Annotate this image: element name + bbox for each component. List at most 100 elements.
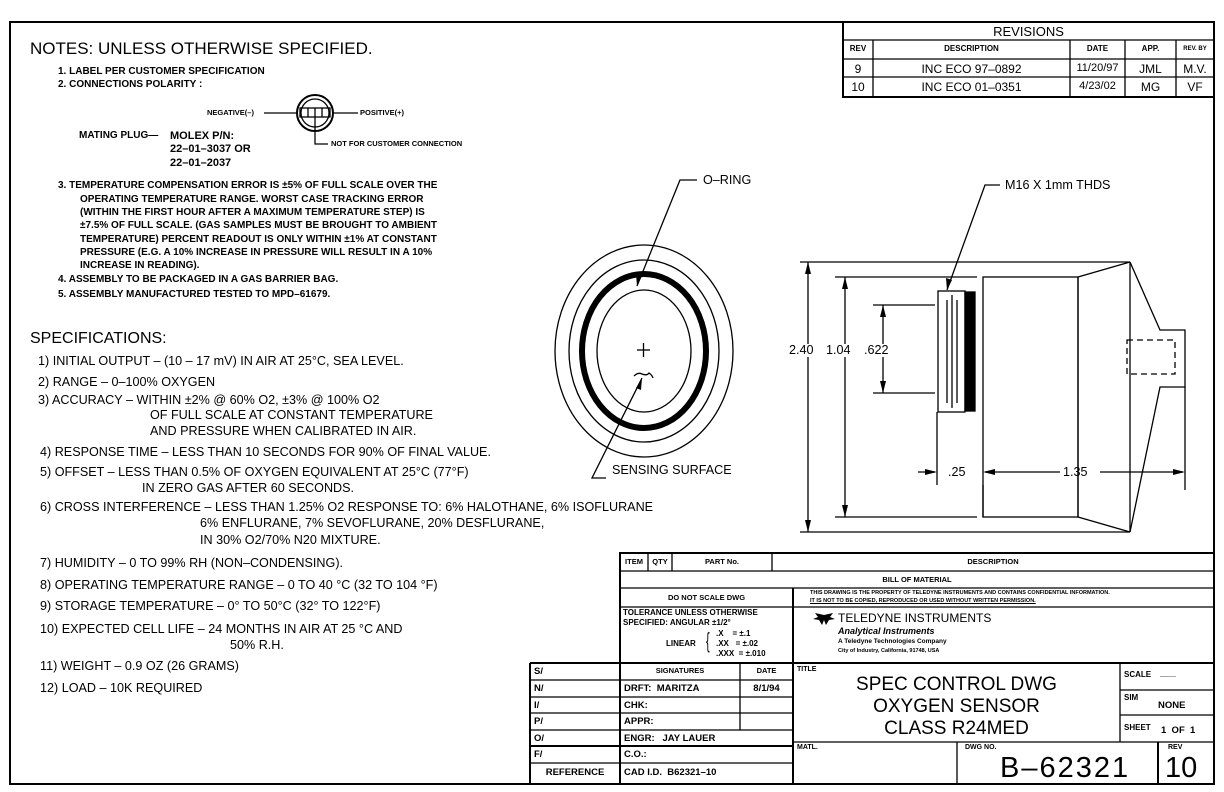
dim-1-35: 1.35 <box>1063 465 1088 479</box>
spec-line: 11) WEIGHT – 0.9 OZ (26 GRAMS) <box>40 659 239 673</box>
rev-cell: 9 <box>854 62 862 76</box>
spec-line: 4) RESPONSE TIME – LESS THAN 10 SECONDS … <box>40 445 491 459</box>
note-4: 4. ASSEMBLY TO BE PACKAGED IN A GAS BARR… <box>58 274 339 285</box>
rev-cell: 10 <box>851 80 865 94</box>
spec-line: 6% ENFLURANE, 7% SEVOFLURANE, 20% DESFLU… <box>200 516 545 530</box>
brace-symbol: { <box>706 628 710 653</box>
left-col-cell: N/ <box>534 683 544 694</box>
spec-line: 1) INITIAL OUTPUT – (10 – 17 mV) IN AIR … <box>38 354 404 368</box>
molex-pn-2: 22–01–2037 <box>170 157 232 169</box>
revisions-title: REVISIONS <box>993 24 1064 39</box>
not-for-customer-label: NOT FOR CUSTOMER CONNECTION <box>331 139 463 148</box>
spec-line: AND PRESSURE WHEN CALIBRATED IN AIR. <box>150 424 417 438</box>
left-col-cell: S/ <box>534 666 543 677</box>
matl-label: MATL. <box>797 744 818 751</box>
rev-by-header: REV. BY <box>1183 46 1207 52</box>
note-3-line: ±7.5% OF FULL SCALE. (GAS SAMPLES MUST B… <box>80 220 437 231</box>
spec-line: 50% R.H. <box>230 638 284 652</box>
approver: APPR: <box>624 716 654 727</box>
teledyne-logo-icon <box>813 613 835 625</box>
sensing-surface-label: SENSING SURFACE <box>612 463 732 477</box>
checker: CHK: <box>624 700 648 711</box>
title-line-3: CLASS R24MED <box>884 718 1029 739</box>
spec-line: 10) EXPECTED CELL LIFE – 24 MONTHS IN AI… <box>40 622 403 636</box>
description-cell: INC ECO 97–0892 <box>921 62 1022 76</box>
company-address: City of Industry, California, 91748, USA <box>838 648 940 654</box>
molex-label: MOLEX P/N: <box>170 130 235 142</box>
do-not-scale: DO NOT SCALE DWG <box>667 593 746 602</box>
spec-line: 2) RANGE – 0–100% OXYGEN <box>38 375 216 389</box>
rev-number: 10 <box>1165 752 1198 784</box>
scale-value: ___ <box>1160 668 1176 679</box>
date-cell: 4/23/02 <box>1079 80 1116 92</box>
note-3-line: 3. TEMPERATURE COMPENSATION ERROR IS ±5%… <box>58 180 438 191</box>
left-col-cell: O/ <box>534 733 545 744</box>
sig-date-header: DATE <box>756 666 777 675</box>
mating-plug-label: MATING PLUG— <box>79 130 159 141</box>
linear-label: LINEAR <box>666 639 696 648</box>
left-col-cell: I/ <box>534 700 540 711</box>
left-col-cell: F/ <box>534 749 543 760</box>
rev-header: REV <box>849 44 867 53</box>
sheet-label: SHEET <box>1124 723 1151 732</box>
tolerance-x: .X = ±.1 <box>716 629 751 638</box>
drawing-number: B–62321 <box>1000 752 1131 784</box>
change-order: C.O.: <box>624 749 647 760</box>
reference-label: REFERENCE <box>545 767 605 778</box>
tolerance-line-2: SPECIFIED: ANGULAR ±1/2° <box>623 618 731 627</box>
app-cell: JML <box>1139 62 1162 76</box>
spec-line: 3) ACCURACY – WITHIN ±2% @ 60% O2, ±3% @… <box>38 393 380 407</box>
spec-line: 7) HUMIDITY – 0 TO 99% RH (NON–CONDENSIN… <box>40 556 344 570</box>
spec-line: OF FULL SCALE AT CONSTANT TEMPERATURE <box>150 408 433 422</box>
note-3-line: TEMPERATURE) PERCENT READOUT IS ONLY WIT… <box>80 234 437 245</box>
spec-line: IN 30% O2/70% N20 MIXTURE. <box>200 533 381 547</box>
sim-value: NONE <box>1158 700 1186 711</box>
specs-heading: SPECIFICATIONS: <box>30 330 167 347</box>
spec-line: 12) LOAD – 10K REQUIRED <box>40 681 203 695</box>
app-cell: MG <box>1140 80 1161 94</box>
dwg-no-label: DWG NO. <box>965 744 997 751</box>
rev-by-cell: M.V. <box>1183 62 1207 76</box>
notes-heading: NOTES: UNLESS OTHERWISE SPECIFIED. <box>30 39 373 58</box>
spec-line: 8) OPERATING TEMPERATURE RANGE – 0 TO 40… <box>40 578 438 592</box>
parent-company: A Teledyne Technologies Company <box>838 638 947 645</box>
company-name: TELEDYNE INSTRUMENTS <box>838 611 992 625</box>
negative-label: NEGATIVE(–) <box>207 108 254 117</box>
note-2: 2. CONNECTIONS POLARITY : <box>58 79 203 90</box>
drafter-date: 8/1/94 <box>753 683 780 694</box>
rev-by-cell: VF <box>1187 80 1203 94</box>
tolerance-xx: .XX = ±.02 <box>716 639 758 648</box>
note-5: 5. ASSEMBLY MANUFACTURED TESTED TO MPD–6… <box>58 289 331 300</box>
division-name: Analytical Instruments <box>838 626 935 636</box>
note-3-line: OPERATING TEMPERATURE RANGE. WORST CASE … <box>80 194 424 205</box>
app-header: APP. <box>1141 44 1160 53</box>
title-label: TITLE <box>797 666 817 673</box>
dim-2-40: 2.40 <box>789 343 814 357</box>
bom-qty-header: QTY <box>652 557 668 566</box>
spec-line: 9) STORAGE TEMPERATURE – 0° TO 50°C (32°… <box>40 599 381 613</box>
drafter: DRFT: MARITZA <box>624 683 700 694</box>
sheet-value: 1 OF 1 <box>1161 725 1196 736</box>
bom-item-header: ITEM <box>625 557 643 566</box>
rev-label: REV <box>1168 744 1183 751</box>
note-3-line: (WITHIN THE FIRST HOUR AFTER A MAXIMUM T… <box>80 207 425 218</box>
cad-id: CAD I.D. B62321–10 <box>624 767 717 778</box>
bom-part-header: PART No. <box>704 557 740 566</box>
title-line-1: SPEC CONTROL DWG <box>856 674 1057 695</box>
note-3-line: INCREASE IN READING). <box>80 260 200 271</box>
dim-25: .25 <box>948 465 966 479</box>
disclaimer-line-1: THIS DRAWING IS THE PROPERTY OF TELEDYNE… <box>810 590 1110 596</box>
spec-line: IN ZERO GAS AFTER 60 SECONDS. <box>142 481 355 495</box>
left-col-cell: P/ <box>534 716 543 727</box>
title-line-2: OXYGEN SENSOR <box>873 696 1040 717</box>
bom-title: BILL OF MATERIAL <box>882 575 952 584</box>
signatures-header: SIGNATURES <box>655 666 705 675</box>
o-ring-label: O–RING <box>703 173 752 187</box>
description-cell: INC ECO 01–0351 <box>921 80 1022 94</box>
scale-label: SCALE <box>1124 670 1152 679</box>
note-3-line: PRESSURE (E.G. A 10% INCREASE IN PRESSUR… <box>80 247 433 258</box>
date-header: DATE <box>1086 44 1109 53</box>
dim-1-04: 1.04 <box>826 343 851 357</box>
dim-622: .622 <box>864 343 889 357</box>
